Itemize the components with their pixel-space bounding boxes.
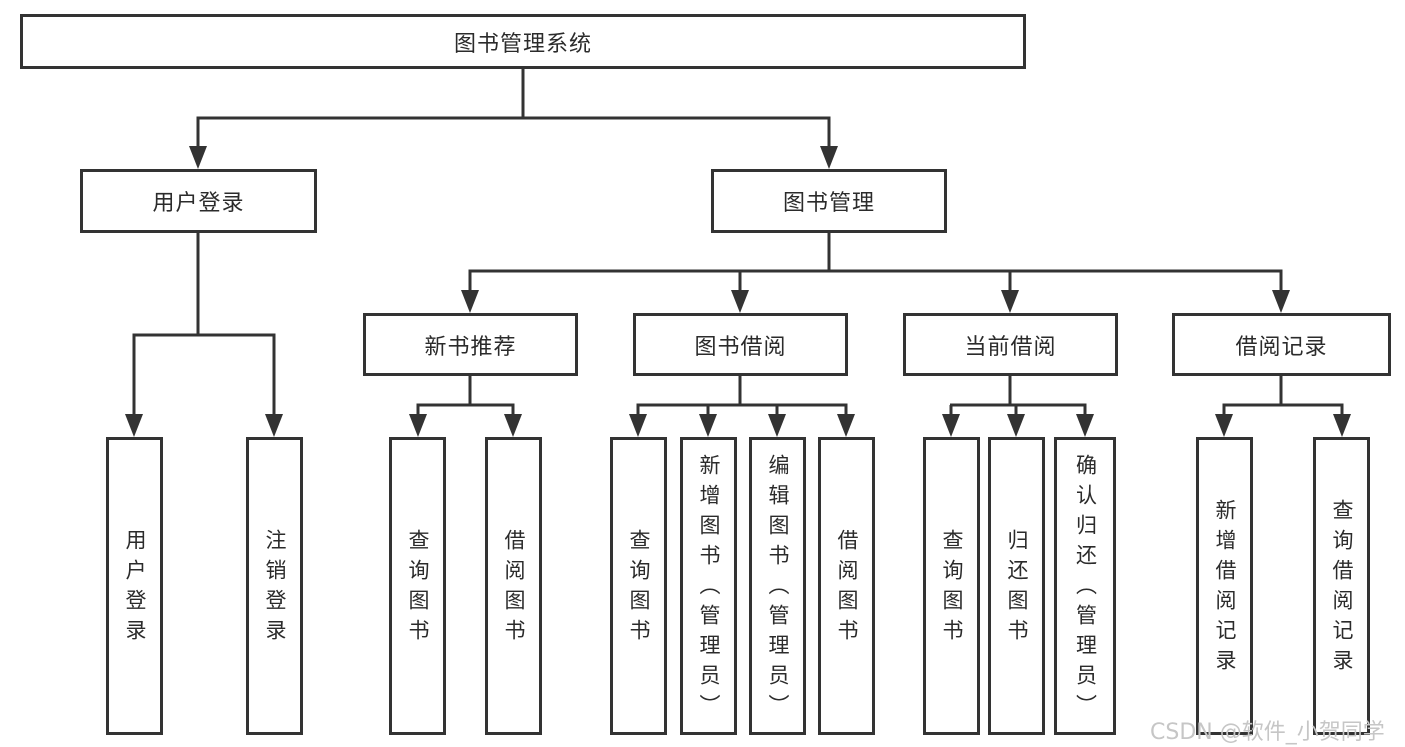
node-new-book-recommend: 新书推荐 [363, 313, 578, 376]
node-book-management: 图书管理 [711, 169, 947, 233]
leaf-current-return-books: 归还图书 [988, 437, 1045, 735]
node-current-borrow: 当前借阅 [903, 313, 1118, 376]
leaf-records-query-record: 查询借阅记录 [1313, 437, 1370, 735]
leaf-current-query-books: 查询图书 [923, 437, 980, 735]
leaf-records-add-record: 新增借阅记录 [1196, 437, 1253, 735]
arrowheads [125, 146, 1351, 437]
leaf-user-login: 用户登录 [106, 437, 163, 735]
leaf-borrow-add-books-admin: 新增图书（管理员） [680, 437, 737, 735]
node-borrow-records: 借阅记录 [1172, 313, 1391, 376]
leaf-recommend-borrow-books: 借阅图书 [485, 437, 542, 735]
leaf-current-confirm-return-admin: 确认归还（管理员） [1054, 437, 1116, 735]
leaf-borrow-borrow-books: 借阅图书 [818, 437, 875, 735]
node-user-login: 用户登录 [80, 169, 317, 233]
leaf-logout-login: 注销登录 [246, 437, 303, 735]
node-root-system: 图书管理系统 [20, 14, 1026, 69]
leaf-recommend-query-books: 查询图书 [389, 437, 446, 735]
watermark: CSDN @软件_小贺同学 [1150, 720, 1385, 745]
leaf-borrow-edit-books-admin: 编辑图书（管理员） [749, 437, 806, 735]
leaf-borrow-query-books: 查询图书 [610, 437, 667, 735]
node-book-borrow: 图书借阅 [633, 313, 848, 376]
